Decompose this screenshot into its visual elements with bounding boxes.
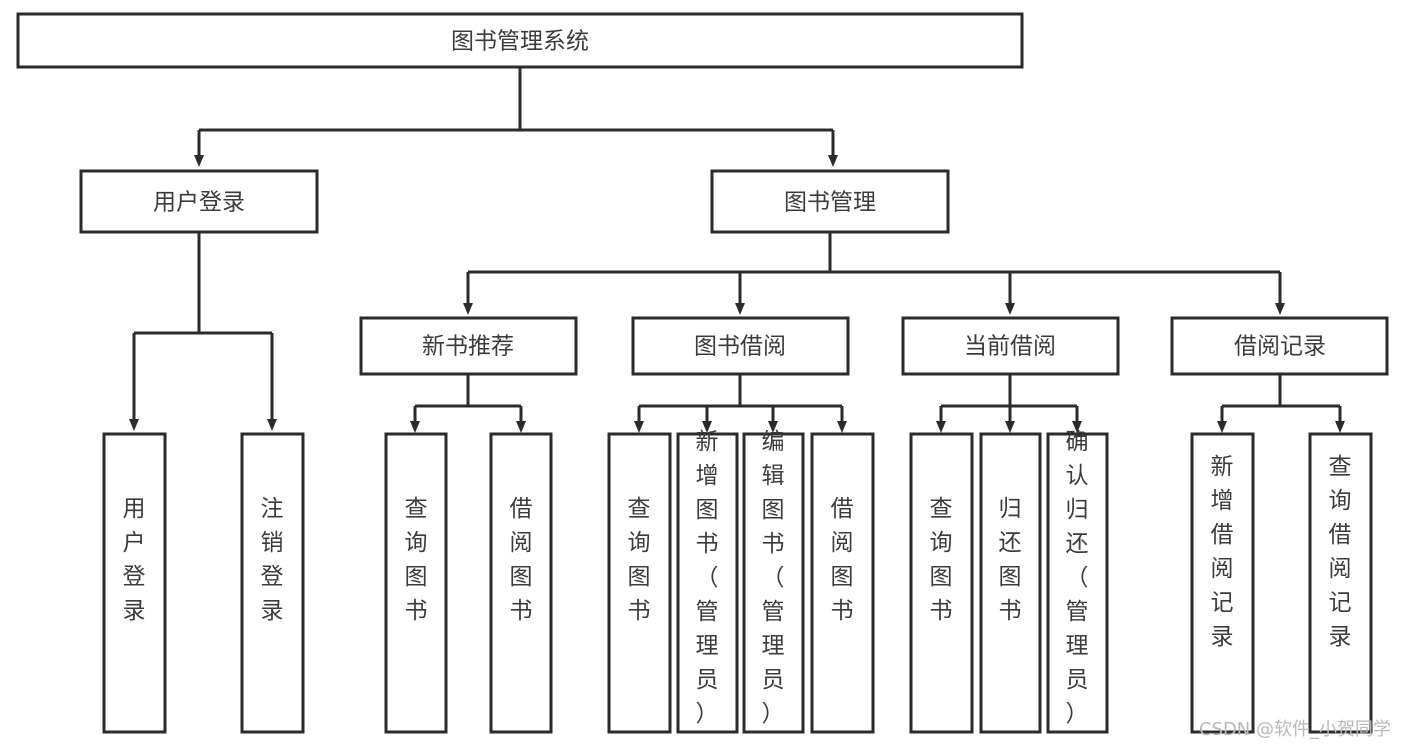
node-user-login-label: 用户登录 bbox=[153, 190, 245, 216]
leaf-bookborrow-borrow-book-label: 借阅图书 bbox=[831, 496, 854, 624]
node-book-borrow[interactable]: 图书借阅 bbox=[631, 316, 850, 376]
node-borrow-record[interactable]: 借阅记录 bbox=[1170, 316, 1389, 376]
connector-bookborrow-to-leaves bbox=[634, 374, 847, 433]
connector-newbook-to-leaves bbox=[410, 374, 526, 433]
connector-userlogin-to-leaves bbox=[129, 232, 277, 431]
node-book-borrow-label: 图书借阅 bbox=[694, 334, 786, 360]
leaf-user-login-logout-label: 注销登录 bbox=[261, 496, 284, 624]
leaf-bookborrow-borrow-book[interactable]: 借阅图书 bbox=[810, 432, 875, 734]
leaf-currentborrow-return-book[interactable]: 归还图书 bbox=[979, 432, 1042, 734]
leaf-bookborrow-add-book-label: 新增图书（管理员） bbox=[696, 429, 719, 727]
leaf-user-login-login-label: 用户登录 bbox=[123, 496, 146, 624]
leaf-currentborrow-query-book[interactable]: 查询图书 bbox=[909, 432, 974, 734]
node-book-management-label: 图书管理 bbox=[784, 190, 876, 216]
node-current-borrow-label: 当前借阅 bbox=[964, 334, 1056, 360]
connector-bookmgmt-to-level3 bbox=[463, 232, 1285, 315]
node-root-book-management-system[interactable]: 图书管理系统 bbox=[16, 12, 1024, 69]
leaf-borrowrecord-query-record[interactable]: 查询借阅记录 bbox=[1308, 432, 1373, 734]
leaf-newbook-query-book-label: 查询图书 bbox=[405, 496, 428, 624]
leaf-user-login-login[interactable]: 用户登录 bbox=[102, 432, 167, 734]
leaf-newbook-borrow-book-label: 借阅图书 bbox=[510, 496, 533, 624]
leaf-bookborrow-query-book[interactable]: 查询图书 bbox=[607, 432, 672, 734]
node-borrow-record-label: 借阅记录 bbox=[1234, 334, 1326, 360]
leaf-bookborrow-query-book-label: 查询图书 bbox=[628, 496, 651, 624]
connector-borrowrecord-to-leaves bbox=[1217, 374, 1345, 433]
leaf-currentborrow-confirm-return-label: 确认归还（管理员） bbox=[1066, 429, 1089, 727]
leaf-currentborrow-return-book-label: 归还图书 bbox=[999, 496, 1022, 624]
leaf-bookborrow-add-book[interactable]: 新增图书（管理员） bbox=[676, 429, 739, 734]
leaf-borrowrecord-add-record-label: 新增借阅记录 bbox=[1211, 454, 1234, 650]
leaf-currentborrow-query-book-label: 查询图书 bbox=[930, 496, 953, 624]
connector-currentborrow-to-leaves bbox=[936, 374, 1082, 433]
leaf-bookborrow-edit-book[interactable]: 编辑图书（管理员） bbox=[742, 429, 805, 734]
node-new-book-recommend[interactable]: 新书推荐 bbox=[359, 316, 578, 376]
leaf-currentborrow-confirm-return[interactable]: 确认归还（管理员） bbox=[1046, 429, 1109, 734]
leaf-newbook-borrow-book[interactable]: 借阅图书 bbox=[489, 432, 553, 734]
leaf-borrowrecord-query-record-label: 查询借阅记录 bbox=[1329, 454, 1352, 650]
leaf-bookborrow-edit-book-label: 编辑图书（管理员） bbox=[762, 429, 785, 727]
leaf-user-login-logout[interactable]: 注销登录 bbox=[240, 432, 305, 734]
leaf-newbook-query-book[interactable]: 查询图书 bbox=[384, 432, 448, 734]
node-current-borrow[interactable]: 当前借阅 bbox=[901, 316, 1120, 376]
connector-root-to-level2 bbox=[194, 67, 838, 167]
node-user-login[interactable]: 用户登录 bbox=[79, 169, 319, 234]
node-new-book-recommend-label: 新书推荐 bbox=[422, 334, 514, 360]
leaf-borrowrecord-add-record[interactable]: 新增借阅记录 bbox=[1190, 432, 1255, 734]
node-root-label: 图书管理系统 bbox=[451, 29, 589, 55]
node-book-management[interactable]: 图书管理 bbox=[710, 169, 950, 234]
